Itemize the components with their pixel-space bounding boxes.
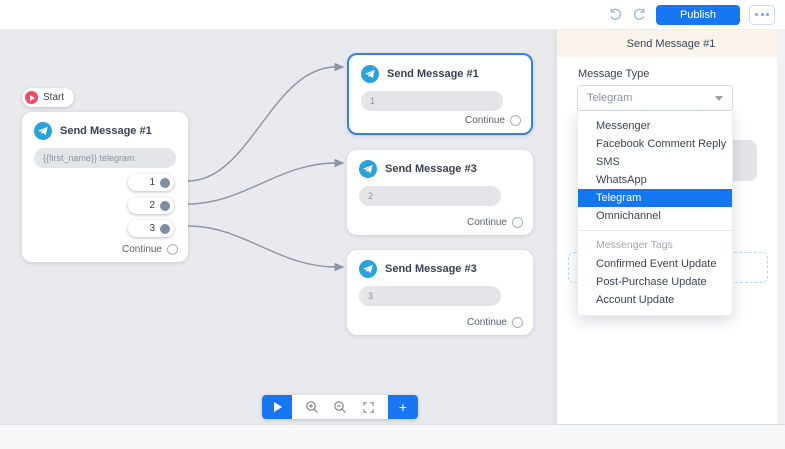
publish-button[interactable]: Publish	[656, 4, 740, 25]
dropdown-divider	[578, 230, 732, 231]
option-post-purchase-update[interactable]: Post-Purchase Update	[596, 276, 707, 288]
option-whatsapp[interactable]: WhatsApp	[596, 174, 647, 186]
zoom-out-icon[interactable]	[333, 400, 347, 414]
bottom-strip	[0, 424, 785, 449]
preview-play-button[interactable]	[262, 395, 292, 419]
telegram-icon	[359, 260, 377, 278]
button-ports: 1 2 3	[128, 174, 174, 237]
message-text-input[interactable]: 2	[359, 186, 501, 206]
node-send-message-3a[interactable]: Send Message #3 2 Continue	[347, 150, 533, 235]
node-send-message-1-target[interactable]: Send Message #1 1 Continue	[347, 53, 533, 135]
continue-port[interactable]	[512, 317, 523, 328]
start-node[interactable]: Start	[22, 88, 75, 107]
telegram-icon	[359, 160, 377, 178]
node-send-message-1-source[interactable]: Send Message #1 {{first_name}} telegram …	[22, 112, 188, 262]
node-title: Send Message #1	[387, 68, 479, 80]
start-play-icon	[25, 91, 38, 104]
continue-port[interactable]	[167, 244, 178, 255]
port-button-1[interactable]: 1	[128, 174, 174, 191]
option-confirmed-event-update[interactable]: Confirmed Event Update	[596, 258, 717, 270]
more-options-button[interactable]	[749, 4, 775, 25]
fit-view-icon[interactable]	[362, 401, 375, 414]
message-type-select[interactable]: Telegram	[577, 85, 733, 111]
option-sms[interactable]: SMS	[596, 156, 620, 168]
option-omnichannel[interactable]: Omnichannel	[596, 210, 661, 222]
node-send-message-3b[interactable]: Send Message #3 3 Continue	[347, 250, 533, 335]
connector-lines	[187, 62, 345, 272]
continue-label: Continue	[464, 115, 505, 126]
sidebar-title: Send Message #1	[626, 37, 716, 50]
message-type-label: Message Type	[578, 68, 650, 80]
port-handle[interactable]	[160, 223, 170, 234]
node-title: Send Message #3	[385, 263, 477, 275]
settings-sidebar: Send Message #1 Message Type Telegram Me…	[557, 30, 785, 424]
message-text-input[interactable]: 1	[361, 91, 503, 111]
zoom-in-icon[interactable]	[305, 400, 319, 414]
telegram-icon	[361, 65, 379, 83]
messenger-tags-group-label: Messenger Tags	[596, 239, 673, 251]
telegram-icon	[34, 122, 52, 140]
chevron-down-icon	[715, 95, 723, 101]
option-facebook-comment-reply[interactable]: Facebook Comment Reply	[596, 138, 727, 150]
message-text-input[interactable]: {{first_name}} telegram	[34, 148, 176, 168]
message-type-dropdown: Messenger Facebook Comment Reply SMS Wha…	[577, 111, 733, 316]
port-handle[interactable]	[160, 177, 170, 188]
option-account-update[interactable]: Account Update	[596, 294, 675, 306]
topbar: Publish	[0, 0, 785, 30]
continue-label: Continue	[466, 217, 507, 228]
redo-icon[interactable]	[632, 7, 647, 22]
continue-label: Continue	[466, 317, 507, 328]
port-button-2[interactable]: 2	[128, 197, 174, 214]
add-node-button[interactable]: +	[388, 395, 418, 419]
play-icon	[274, 402, 282, 412]
start-label: Start	[43, 92, 65, 103]
selected-message-type: Telegram	[587, 92, 633, 104]
canvas-toolbar: +	[262, 395, 418, 419]
option-messenger[interactable]: Messenger	[596, 120, 651, 132]
node-title: Send Message #1	[60, 125, 152, 137]
plus-icon: +	[398, 399, 408, 415]
port-button-3[interactable]: 3	[128, 220, 174, 237]
flow-canvas[interactable]: Start Send Message #1 {{first_name}} tel…	[0, 30, 557, 424]
continue-label: Continue	[121, 244, 162, 255]
undo-icon[interactable]	[608, 7, 623, 22]
node-title: Send Message #3	[385, 163, 477, 175]
message-text-input[interactable]: 3	[359, 286, 501, 306]
continue-port[interactable]	[512, 217, 523, 228]
port-handle[interactable]	[160, 200, 170, 211]
sidebar-scrollbar[interactable]	[777, 30, 785, 424]
continue-port[interactable]	[510, 115, 521, 126]
sidebar-header: Send Message #1	[557, 30, 785, 57]
option-telegram[interactable]: Telegram	[578, 189, 732, 207]
